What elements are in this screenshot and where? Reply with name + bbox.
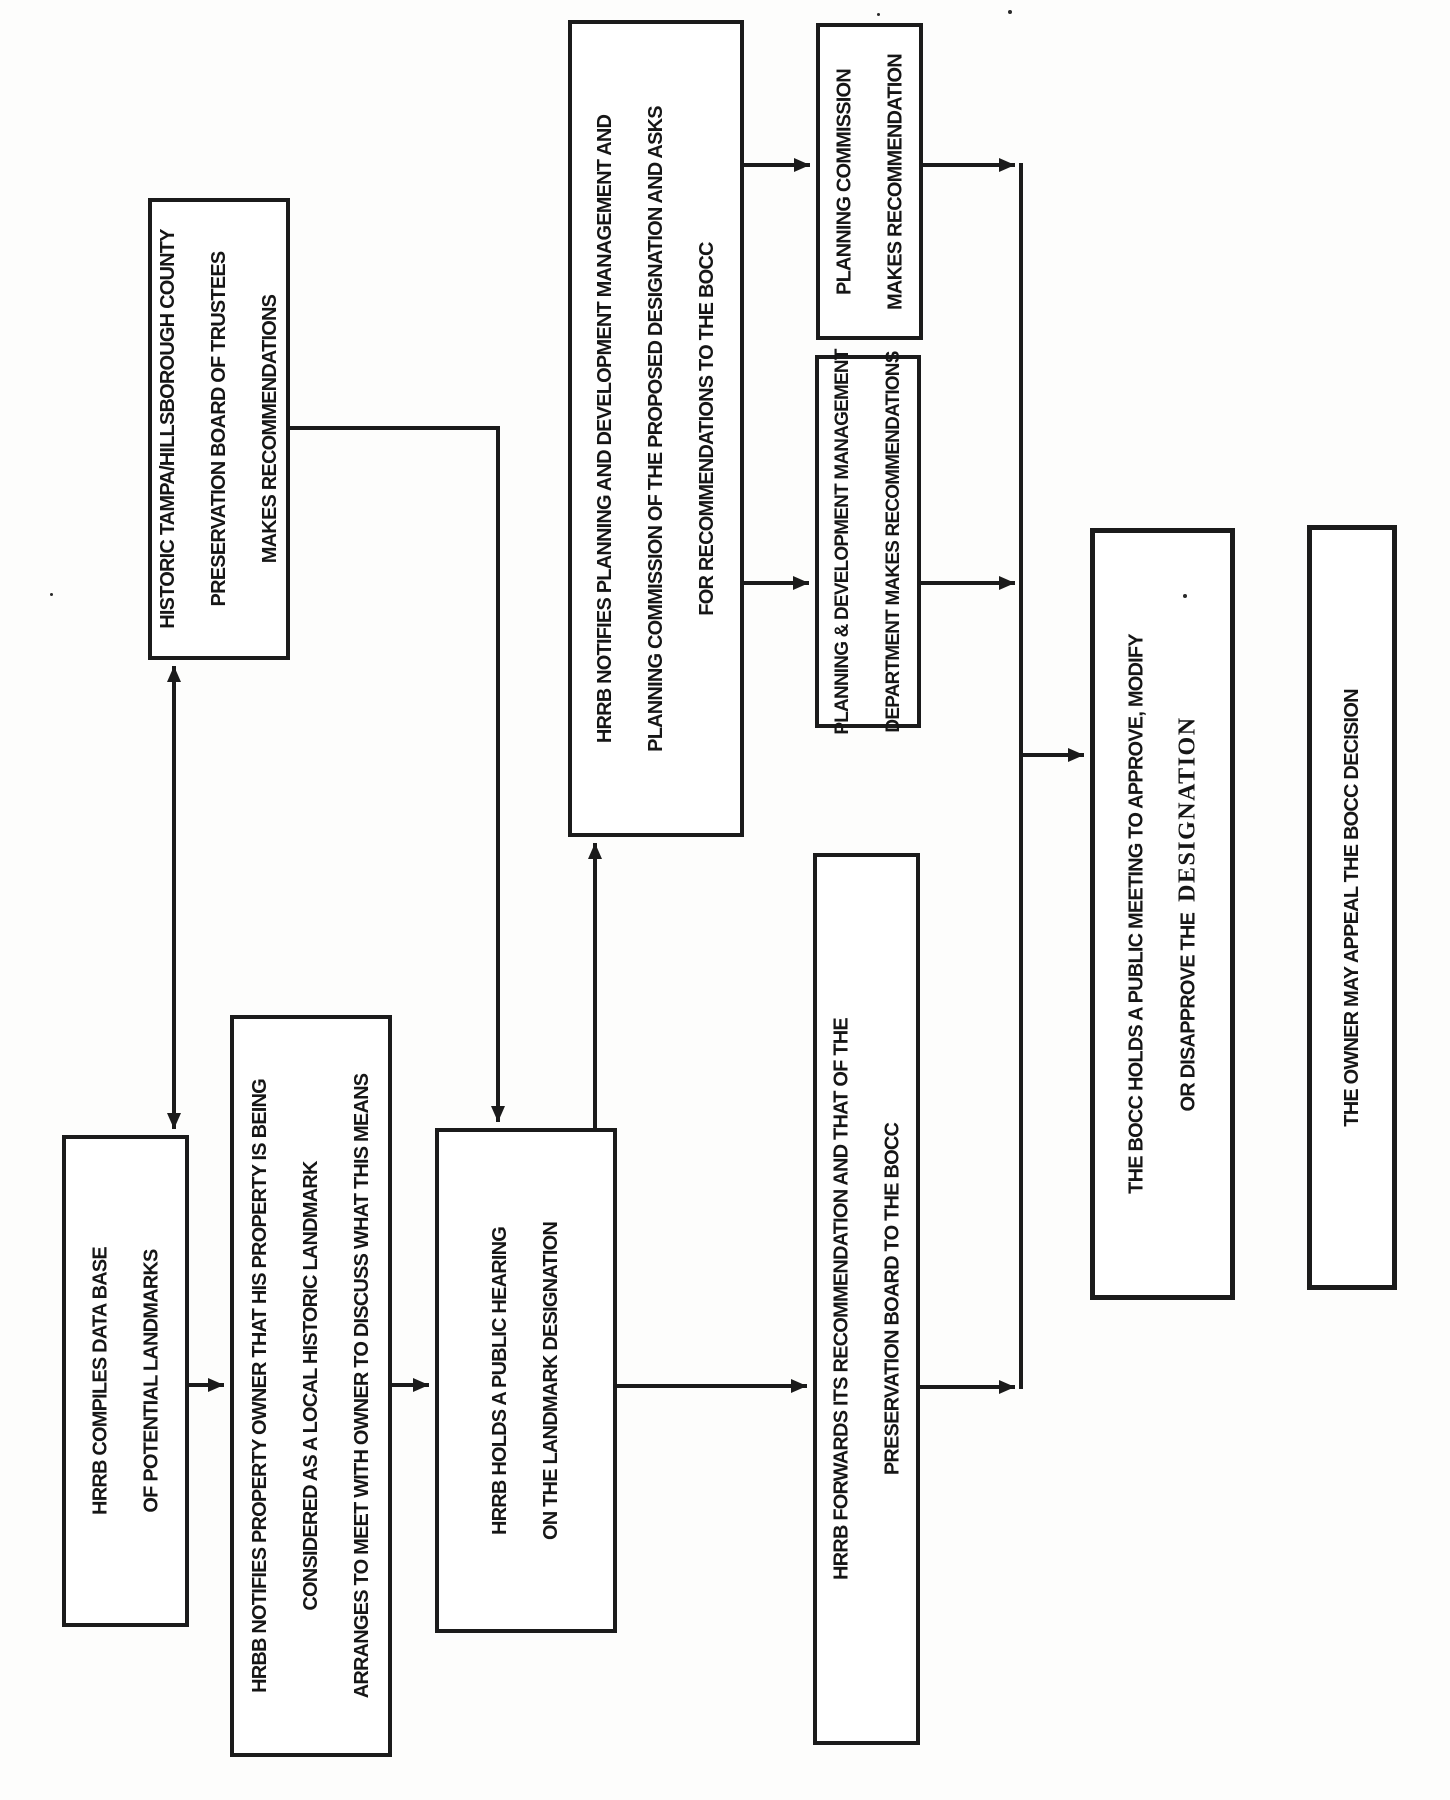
box-text-line: HISTORIC TAMPA/HILLSBOROUGH COUNTY [156, 229, 179, 629]
box-text-line: PRESERVATION BOARD TO THE BOCC [880, 1122, 903, 1476]
box-text-line: FOR RECOMMENDATIONS TO THE BOCC [695, 241, 718, 616]
box-hrrb-compiles-database: HRRB COMPILES DATA BASE OF POTENTIAL LAN… [62, 1135, 189, 1627]
box-owner-appeal: THE OWNER MAY APPEAL THE BOCC DECISION [1307, 525, 1397, 1290]
box-text-line: OF POTENTIAL LANDMARKS [139, 1249, 162, 1513]
box-text-line: CONSIDERED AS A LOCAL HISTORIC LANDMARK [299, 1161, 322, 1611]
box-text-line: MAKES RECOMMENDATIONS [258, 294, 281, 564]
scan-speck [50, 593, 53, 596]
box-text-segment-serif: DESIGNATION [1174, 716, 1200, 902]
box-text-line: PLANNING COMMISSION [832, 68, 855, 295]
box-text-line: PRESERVATION BOARD OF TRUSTEES [207, 251, 230, 607]
box-text-line: HRRB NOTIFIES PLANNING AND DEVELOPMENT M… [593, 114, 616, 743]
box-historic-preservation-board: HISTORIC TAMPA/HILLSBOROUGH COUNTY PRESE… [148, 198, 290, 660]
box-text-line: DEPARTMENT MAKES RECOMMENDATIONS [883, 350, 904, 733]
box-text-line: PLANNING COMMISSION OF THE PROPOSED DESI… [644, 105, 667, 752]
box-text-line: THE OWNER MAY APPEAL THE BOCC DECISION [1340, 688, 1363, 1127]
scan-speck [1183, 594, 1187, 598]
box-bocc-public-meeting: THE BOCC HOLDS A PUBLIC MEETING TO APPRO… [1090, 528, 1235, 1300]
box-planning-commission: PLANNING COMMISSION MAKES RECOMMENDATION [816, 23, 923, 340]
box-text-line: HRBB NOTIFIES PROPERTY OWNER THAT HIS PR… [248, 1079, 271, 1693]
box-text-line: THE BOCC HOLDS A PUBLIC MEETING TO APPRO… [1125, 634, 1147, 1194]
box-planning-dev-department: PLANNING & DEVELOPMENT MANAGEMENT DEPART… [815, 349, 921, 734]
box-text-line: MAKES RECOMMENDATION [883, 53, 906, 310]
box-owner-notification: HRBB NOTIFIES PROPERTY OWNER THAT HIS PR… [230, 1015, 392, 1757]
box-text-line: ARRANGES TO MEET WITH OWNER TO DISCUSS W… [350, 1073, 373, 1699]
scan-speck [1008, 10, 1012, 14]
box-public-hearing: HRRB HOLDS A PUBLIC HEARING ON THE LANDM… [435, 1128, 617, 1633]
box-text-line: PLANNING & DEVELOPMENT MANAGEMENT [832, 348, 853, 735]
box-text-line: HRRB COMPILES DATA BASE [88, 1247, 111, 1515]
box-notify-planning-agencies: HRRB NOTIFIES PLANNING AND DEVELOPMENT M… [568, 20, 744, 837]
scan-speck [877, 13, 880, 16]
box-text-line: ON THE LANDMARK DESIGNATION [540, 1221, 562, 1540]
box-text-line: HRRB FORWARDS ITS RECOMMENDATION AND THA… [829, 1018, 852, 1580]
box-hrrb-forwards-recommendation: HRRB FORWARDS ITS RECOMMENDATION AND THA… [813, 853, 920, 1745]
box-text-segment: OR DISAPPROVE THE [1177, 912, 1199, 1112]
box-text-line: HRRB HOLDS A PUBLIC HEARING [489, 1226, 511, 1535]
box-text-line: OR DISAPPROVE THE DESIGNATION [1162, 716, 1214, 1111]
